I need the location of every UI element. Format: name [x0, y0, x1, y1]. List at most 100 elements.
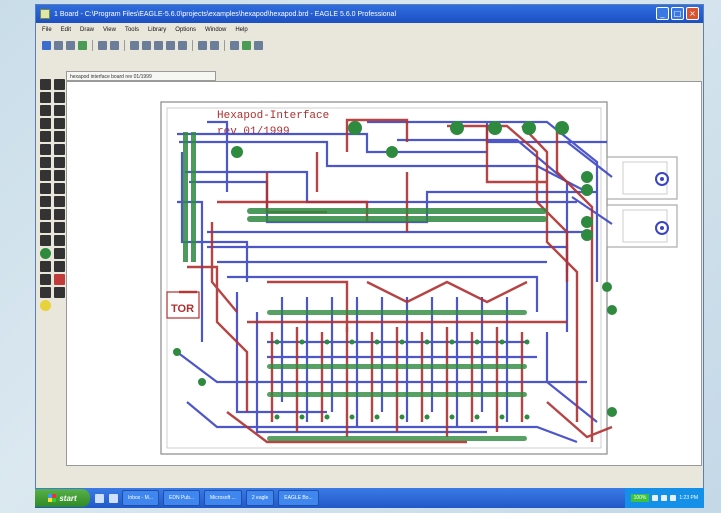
menu-tools[interactable]: Tools [124, 27, 139, 33]
signal-tool-icon[interactable] [54, 248, 65, 259]
stop-icon[interactable] [230, 40, 239, 50]
menu-file[interactable]: File [42, 27, 52, 33]
undo-icon[interactable] [198, 40, 207, 50]
connector-hole-1-center [660, 177, 664, 181]
toolbar-separator [192, 39, 193, 51]
route-tool-icon[interactable] [40, 196, 51, 207]
help-icon[interactable] [254, 40, 263, 50]
zoom-out-icon[interactable] [154, 40, 163, 50]
task-button-eagle-board[interactable]: EAGLE Bo... [278, 490, 319, 506]
board-outline [160, 101, 608, 455]
info-tool-icon[interactable] [40, 79, 51, 90]
task-button-inbox[interactable]: Inbox - M... [122, 490, 160, 506]
system-tray: 100% 1:23 PM [624, 488, 704, 508]
show-tool-icon[interactable] [54, 79, 65, 90]
pad-grid-dots [274, 339, 530, 420]
menu-library[interactable]: Library [147, 27, 167, 33]
drc-tool-icon[interactable] [54, 287, 65, 298]
add-tool-icon[interactable] [40, 157, 51, 168]
ic-pin-rows [247, 208, 547, 441]
smash-tool-icon[interactable] [54, 170, 65, 181]
quicklaunch-desktop-icon[interactable] [95, 493, 104, 503]
menu-view[interactable]: View [103, 27, 116, 33]
tray-clock: 1:23 PM [679, 495, 698, 501]
taskbar: start Inbox - M... EDN Pub... Microsoft … [35, 488, 704, 508]
value-tool-icon[interactable] [40, 170, 51, 181]
menu-window[interactable]: Window [204, 27, 227, 33]
start-button[interactable]: start [35, 489, 90, 507]
change-tool-icon[interactable] [54, 131, 65, 142]
auto-tool-icon[interactable] [54, 274, 65, 285]
app-window: 1 Board - C:\Program Files\EAGLE-5.6.0\p… [35, 4, 704, 508]
rect-tool-icon[interactable] [40, 235, 51, 246]
via-tool-icon[interactable] [40, 248, 51, 259]
cam-icon[interactable] [78, 40, 87, 50]
tray-security-icon[interactable] [670, 495, 677, 501]
task-button-edn[interactable]: EDN Pub... [163, 490, 201, 506]
zoom-in-icon[interactable] [142, 40, 151, 50]
command-toolbox [38, 77, 66, 407]
open-icon[interactable] [42, 40, 51, 50]
move-tool-icon[interactable] [40, 105, 51, 116]
circle-tool-icon[interactable] [40, 222, 51, 233]
name-tool-icon[interactable] [54, 157, 65, 168]
zoom-redraw-icon[interactable] [166, 40, 175, 50]
quicklaunch-browser-icon[interactable] [109, 493, 118, 503]
windows-flag-icon [48, 494, 57, 502]
task-button-microsoft[interactable]: Microsoft ... [204, 490, 242, 506]
save-icon[interactable] [54, 40, 63, 50]
mirror-tool-icon[interactable] [40, 118, 51, 129]
connector-outline-1 [606, 156, 678, 200]
zoom-select-icon[interactable] [178, 40, 187, 50]
title-bar[interactable]: 1 Board - C:\Program Files\EAGLE-5.6.0\p… [36, 5, 703, 23]
group-tool-icon[interactable] [40, 131, 51, 142]
zoom-fit-icon[interactable] [130, 40, 139, 50]
left-header-pins [183, 132, 196, 262]
copy-tool-icon[interactable] [54, 105, 65, 116]
hole-tool-icon[interactable] [40, 261, 51, 272]
run-icon[interactable] [110, 40, 119, 50]
print-icon[interactable] [66, 40, 75, 50]
menu-help[interactable]: Help [235, 27, 248, 33]
ripup-tool-icon[interactable] [54, 196, 65, 207]
erc-tool-icon[interactable] [40, 287, 51, 298]
split-tool-icon[interactable] [40, 183, 51, 194]
go-icon[interactable] [242, 40, 251, 50]
document-tab[interactable]: hexapod interface board rev 01/1999 [66, 71, 216, 81]
rotate-tool-icon[interactable] [54, 118, 65, 129]
script-icon[interactable] [98, 40, 107, 50]
menu-edit[interactable]: Edit [60, 27, 72, 33]
connector-hole-2-center [660, 226, 664, 230]
main-toolbar [36, 37, 703, 53]
toolbar-separator [92, 39, 93, 51]
display-tool-icon[interactable] [40, 92, 51, 103]
connector-body-2 [622, 209, 668, 243]
tray-zoom-indicator[interactable]: 100% [630, 494, 650, 502]
maximize-button[interactable]: □ [671, 7, 684, 20]
pads-and-vias [173, 121, 617, 417]
menu-draw[interactable]: Draw [80, 27, 95, 33]
board-inner-outline [166, 107, 602, 449]
board-canvas[interactable]: Hexapod-Interface rev 01/1999 TOR [66, 81, 702, 466]
wire-tool-icon[interactable] [40, 209, 51, 220]
connector-hole-2 [655, 221, 669, 235]
board-title: Hexapod-Interface [217, 110, 329, 122]
paste-tool-icon[interactable] [40, 144, 51, 155]
tray-network-icon[interactable] [652, 495, 659, 501]
board-stamp: TOR [171, 303, 194, 315]
task-button-eagle[interactable]: 2 eagle [245, 490, 275, 506]
minimize-button[interactable]: _ [656, 7, 669, 20]
ratsnest-tool-icon[interactable] [40, 274, 51, 285]
optimize-tool-icon[interactable] [54, 183, 65, 194]
arc-tool-icon[interactable] [54, 222, 65, 233]
menu-options[interactable]: Options [175, 27, 196, 33]
mark-tool-icon[interactable] [54, 92, 65, 103]
redo-icon[interactable] [210, 40, 219, 50]
errors-tool-icon[interactable] [40, 300, 51, 311]
close-button[interactable]: × [686, 7, 699, 20]
tray-volume-icon[interactable] [661, 495, 668, 501]
text-tool-icon[interactable] [54, 209, 65, 220]
attribute-tool-icon[interactable] [54, 261, 65, 272]
delete-tool-icon[interactable] [54, 144, 65, 155]
polygon-tool-icon[interactable] [54, 235, 65, 246]
